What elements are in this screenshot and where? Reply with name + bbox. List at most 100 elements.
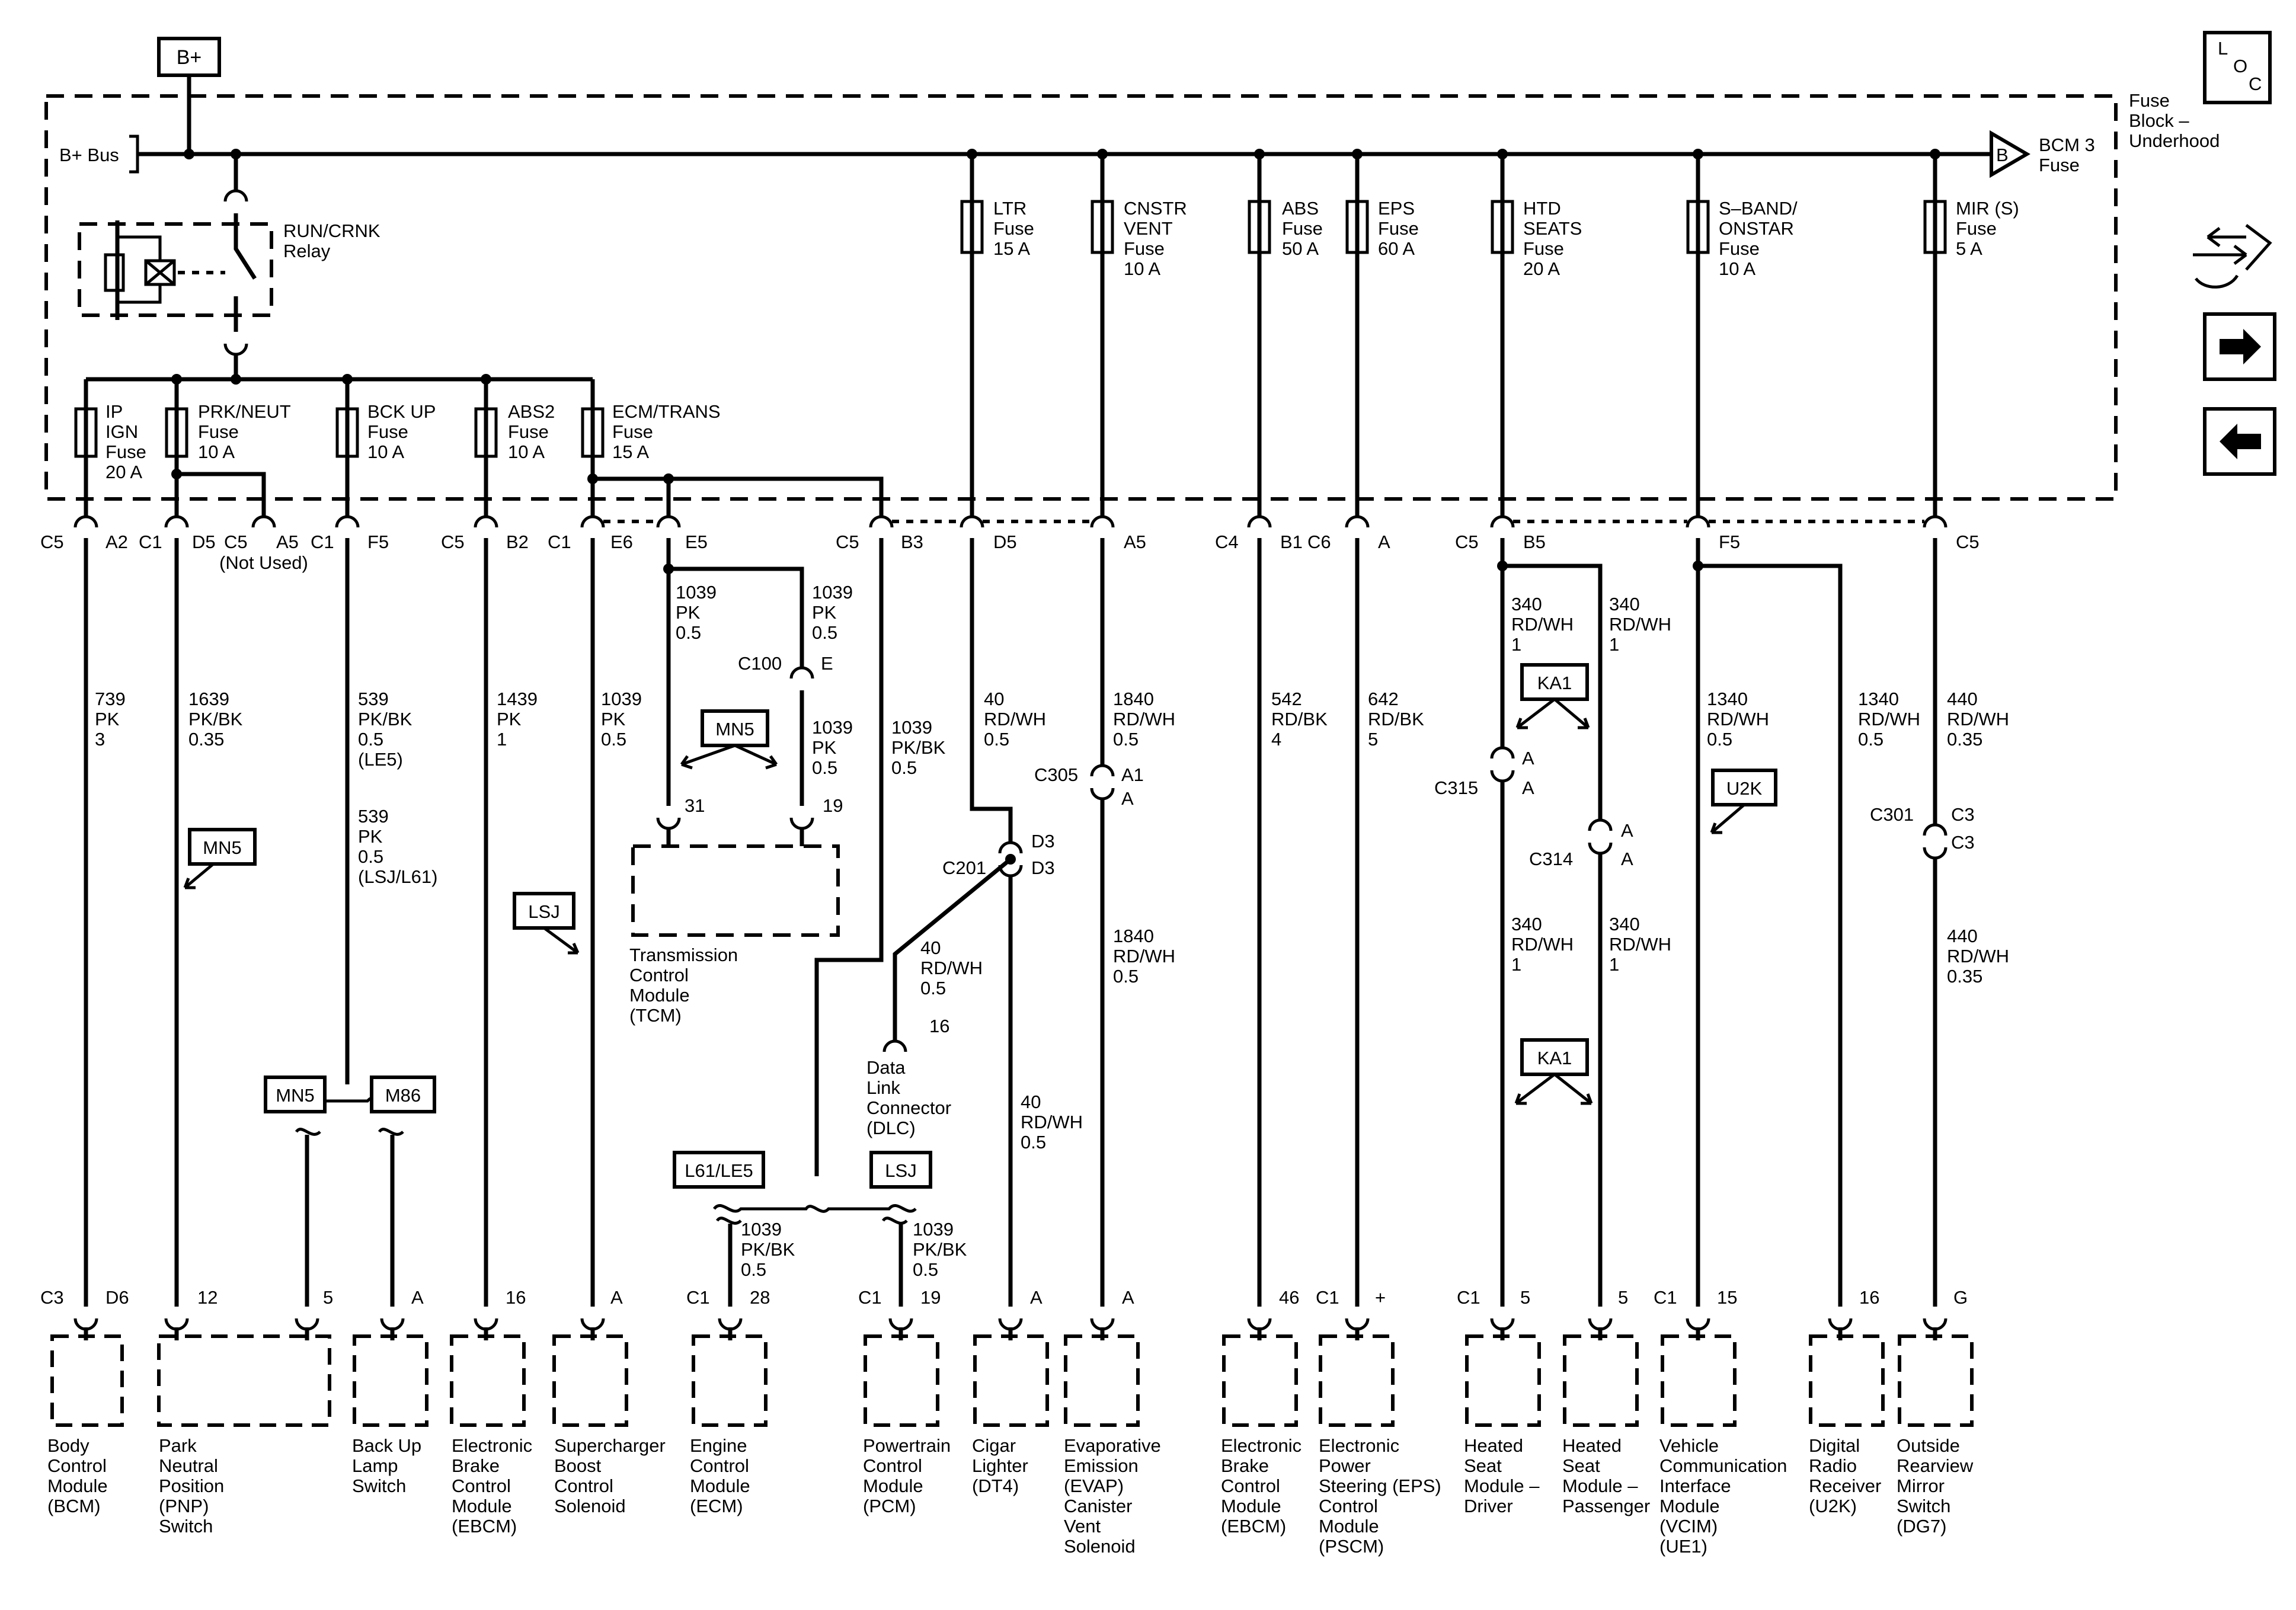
svg-text:ONSTAR: ONSTAR: [1719, 218, 1794, 239]
fuse-prk-neut: PRK/NEUT Fuse 10 A: [165, 379, 291, 517]
svg-text:S–BAND/: S–BAND/: [1719, 198, 1798, 219]
svg-text:PK: PK: [812, 737, 837, 758]
svg-text:LSJ: LSJ: [528, 901, 559, 922]
svg-text:Module –: Module –: [1464, 1475, 1540, 1496]
svg-text:IP: IP: [105, 401, 123, 422]
svg-text:PK: PK: [497, 709, 522, 729]
svg-text:1840: 1840: [1113, 689, 1154, 709]
svg-text:(LSJ/L61): (LSJ/L61): [358, 866, 437, 887]
svg-text:(DG7): (DG7): [1897, 1516, 1946, 1537]
svg-text:50 A: 50 A: [1282, 238, 1319, 259]
svg-text:C3: C3: [1951, 832, 1975, 853]
relay-resistor: [104, 253, 125, 292]
fuse-block-line3: Underhood: [2129, 130, 2220, 151]
svg-text:539: 539: [358, 689, 389, 709]
svg-text:Fuse: Fuse: [1378, 218, 1419, 239]
svg-text:C301: C301: [1870, 804, 1914, 825]
svg-text:Emission: Emission: [1064, 1455, 1139, 1476]
svg-text:60 A: 60 A: [1378, 238, 1415, 259]
fuse-ecm-trans: ECM/TRANS Fuse 15 A: [581, 379, 884, 517]
svg-text:46: 46: [1279, 1287, 1299, 1308]
svg-text:Vent: Vent: [1064, 1516, 1101, 1537]
svg-text:A5: A5: [276, 532, 299, 552]
svg-text:C1: C1: [139, 532, 162, 552]
bcm-ref-line1: BCM 3: [2039, 135, 2095, 155]
connector-view-icon[interactable]: [2193, 224, 2272, 289]
svg-text:Heated: Heated: [1464, 1435, 1523, 1456]
svg-text:PK/BK: PK/BK: [188, 709, 243, 729]
svg-text:0.5: 0.5: [1858, 729, 1884, 750]
svg-text:(EBCM): (EBCM): [452, 1516, 517, 1537]
svg-text:D6: D6: [105, 1287, 129, 1308]
loc-badge[interactable]: [2203, 31, 2272, 104]
fuse-bck-up: BCK UP Fuse 10 A: [335, 379, 436, 517]
svg-text:Mirror: Mirror: [1897, 1475, 1945, 1496]
svg-text:RD/WH: RD/WH: [1511, 934, 1574, 955]
svg-text:PK: PK: [95, 709, 120, 729]
svg-text:1039: 1039: [913, 1219, 954, 1240]
svg-text:Module –: Module –: [1562, 1475, 1638, 1496]
svg-text:340: 340: [1609, 594, 1640, 614]
svg-text:A: A: [1522, 777, 1534, 798]
svg-text:PK: PK: [358, 826, 383, 847]
svg-text:C5: C5: [40, 532, 64, 552]
svg-text:E6: E6: [610, 532, 633, 552]
svg-text:Passenger: Passenger: [1562, 1496, 1650, 1516]
svg-text:Control: Control: [554, 1475, 613, 1496]
svg-text:Fuse: Fuse: [1282, 218, 1323, 239]
svg-text:(DLC): (DLC): [866, 1118, 916, 1138]
component-names: Body Control Module (BCM) Park Neutral P…: [47, 1435, 1974, 1557]
svg-text:1840: 1840: [1113, 926, 1154, 946]
svg-text:1639: 1639: [188, 689, 229, 709]
svg-text:C3: C3: [40, 1287, 64, 1308]
svg-text:0.5: 0.5: [812, 757, 837, 778]
svg-text:Rearview: Rearview: [1897, 1455, 1974, 1476]
svg-text:Fuse: Fuse: [1523, 238, 1564, 259]
svg-text:Body: Body: [47, 1435, 89, 1456]
relay-connector-top: [223, 189, 248, 202]
svg-text:5: 5: [1368, 729, 1378, 750]
svg-text:28: 28: [750, 1287, 770, 1308]
fuse-htd-seats: HTD SEATS Fuse 20 A: [1491, 154, 1582, 517]
svg-text:Digital: Digital: [1809, 1435, 1860, 1456]
svg-text:Lamp: Lamp: [352, 1455, 398, 1476]
fuse-mir-s: MIR (S) Fuse 5 A: [1923, 154, 2019, 517]
svg-text:C1: C1: [1654, 1287, 1677, 1308]
fuse-abs2: ABS2 Fuse 10 A: [474, 379, 555, 517]
svg-text:ABS: ABS: [1282, 198, 1319, 219]
svg-text:(U2K): (U2K): [1809, 1496, 1857, 1516]
svg-text:1: 1: [1609, 634, 1619, 655]
svg-text:Link: Link: [866, 1077, 900, 1098]
svg-text:Electronic: Electronic: [1319, 1435, 1399, 1456]
svg-text:MN5: MN5: [715, 719, 754, 740]
svg-text:4: 4: [1271, 729, 1281, 750]
svg-text:0.5: 0.5: [676, 622, 701, 643]
svg-text:440: 440: [1947, 926, 1978, 946]
svg-text:LTR: LTR: [993, 198, 1027, 219]
svg-text:A: A: [1030, 1287, 1043, 1308]
svg-text:Power: Power: [1319, 1455, 1371, 1476]
svg-text:5: 5: [323, 1287, 333, 1308]
bcm-ref-triangle: [1990, 130, 2030, 178]
svg-text:1439: 1439: [497, 689, 538, 709]
svg-text:C1: C1: [858, 1287, 882, 1308]
inline-connector-labels: C100 E C305 A1 A C201 D3 D3 C315 A A C31…: [738, 653, 1975, 878]
svg-text:Interface: Interface: [1659, 1475, 1731, 1496]
svg-text:Outside: Outside: [1897, 1435, 1960, 1456]
relay-coil-wiring: [117, 235, 162, 304]
relay-line2: Relay: [283, 241, 331, 261]
svg-text:Cigar: Cigar: [972, 1435, 1016, 1456]
svg-text:L61/LE5: L61/LE5: [685, 1160, 753, 1181]
svg-text:C314: C314: [1529, 849, 1573, 869]
previous-page-button[interactable]: [2203, 407, 2276, 476]
svg-text:HTD: HTD: [1523, 198, 1561, 219]
svg-text:RD/WH: RD/WH: [984, 709, 1046, 729]
svg-text:1039: 1039: [812, 582, 853, 603]
svg-text:Engine: Engine: [690, 1435, 747, 1456]
svg-text:ECM/TRANS: ECM/TRANS: [612, 401, 721, 422]
svg-text:Electronic: Electronic: [1221, 1435, 1302, 1456]
svg-text:1039: 1039: [891, 717, 932, 738]
svg-text:A2: A2: [105, 532, 128, 552]
svg-text:1039: 1039: [812, 717, 853, 738]
svg-text:B3: B3: [901, 532, 923, 552]
